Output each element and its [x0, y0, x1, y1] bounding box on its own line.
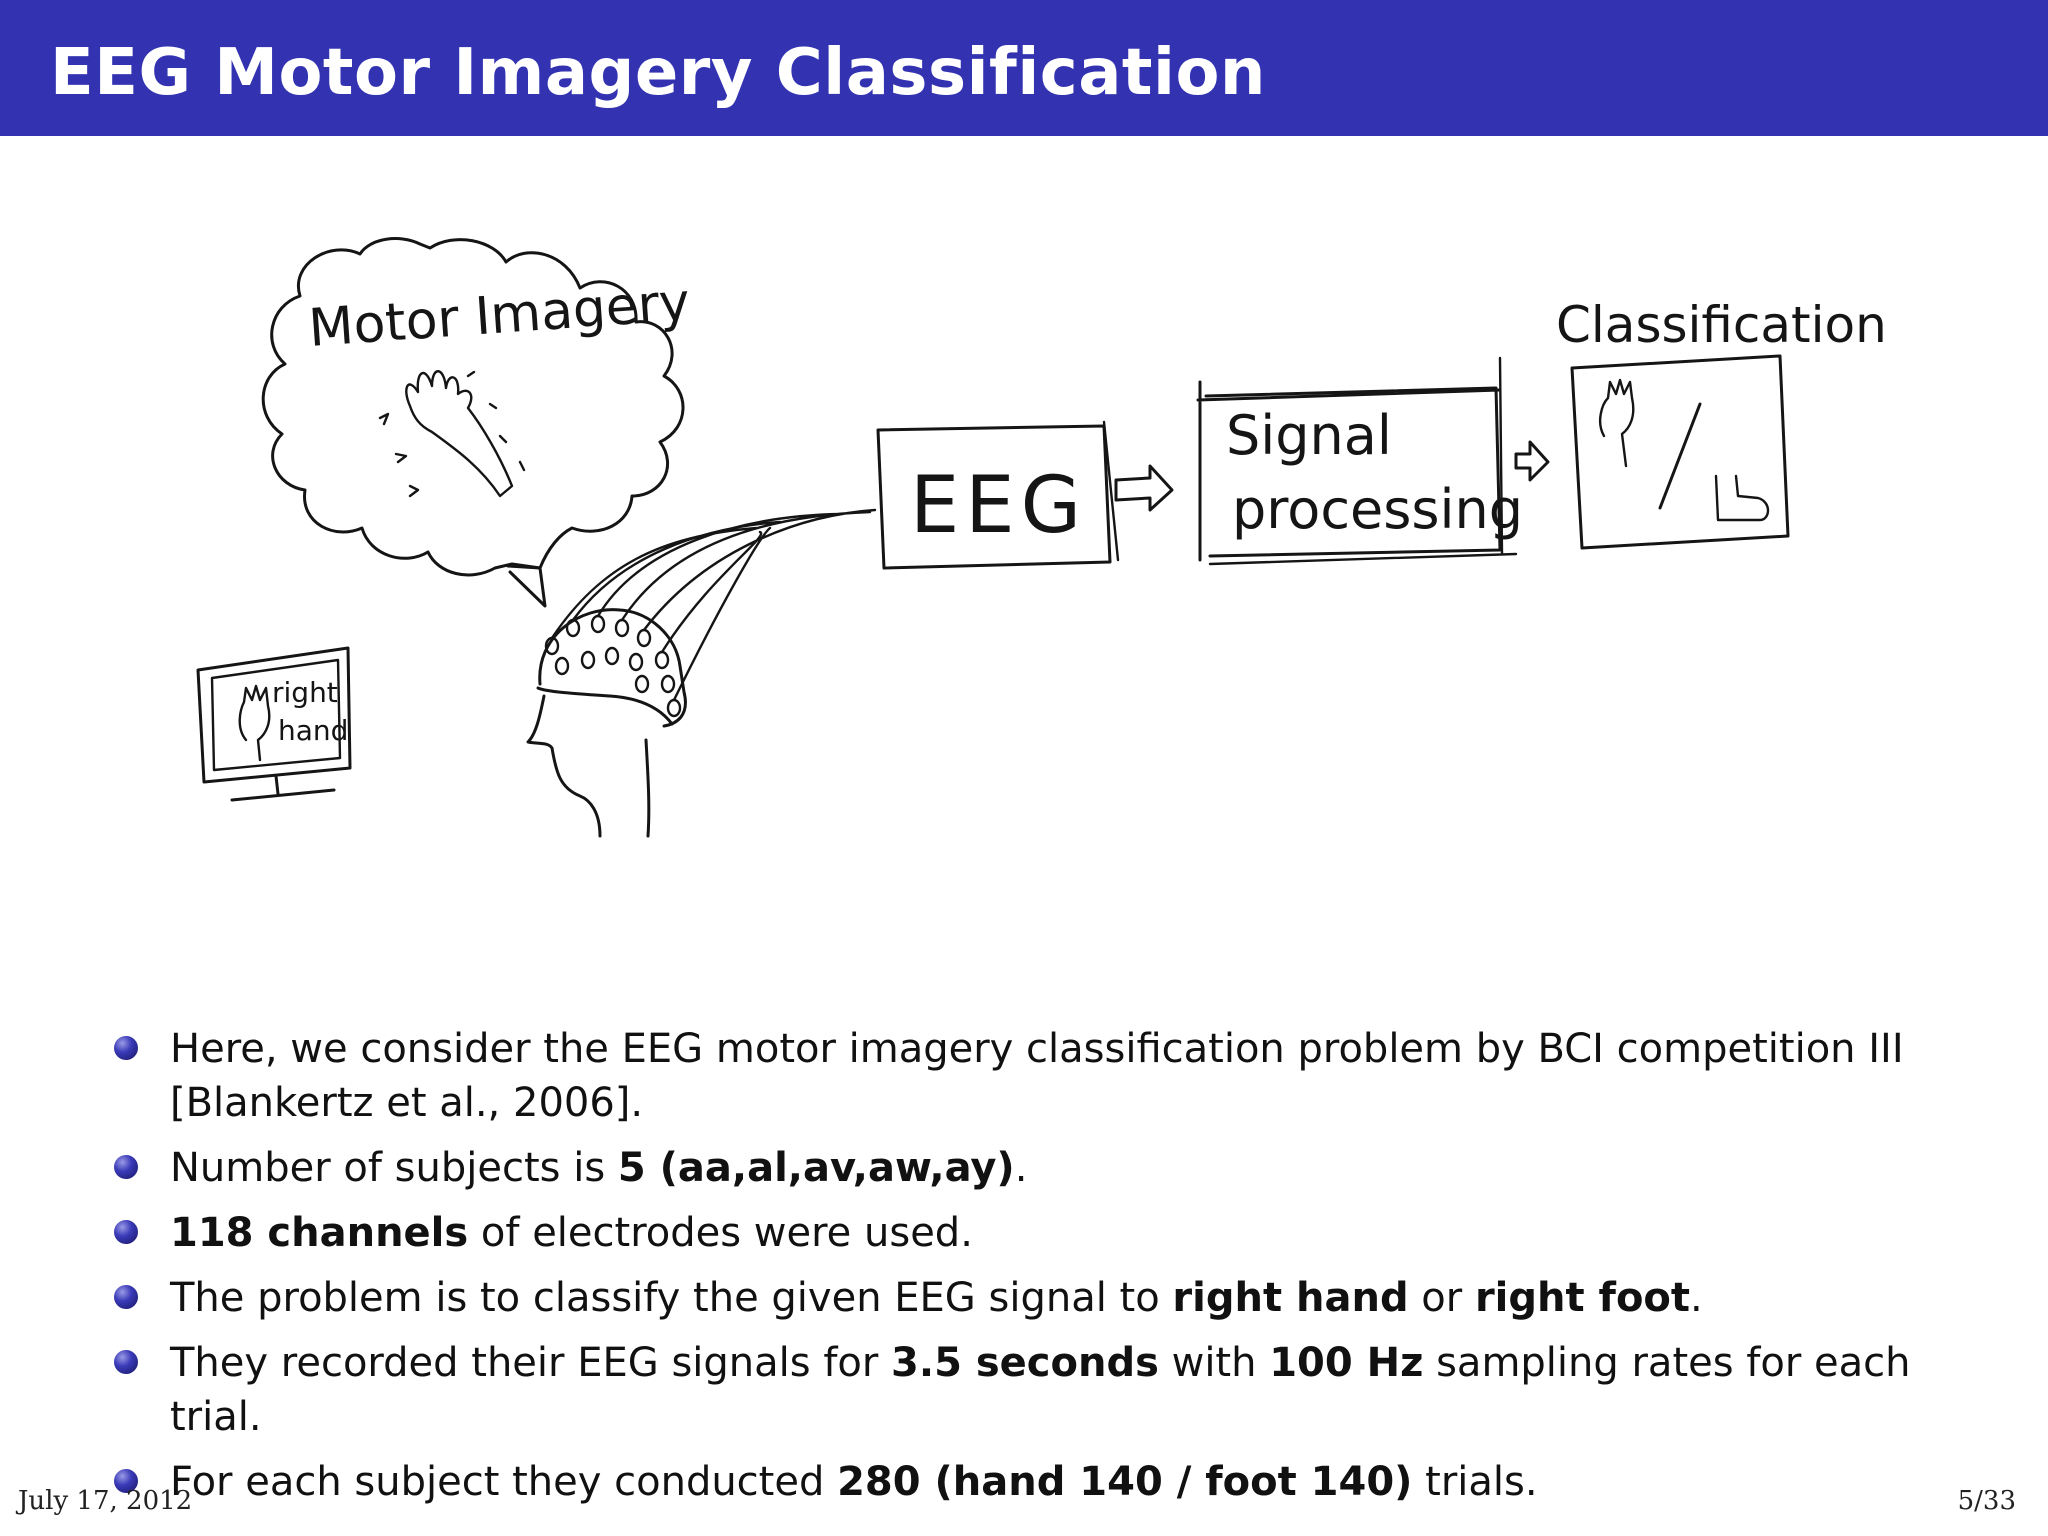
face-profile — [526, 694, 651, 838]
bullet-text: Number of subjects is — [170, 1145, 618, 1191]
bullet-text: sampling rates for each trial. — [170, 1340, 1911, 1440]
bullet-dot-icon — [114, 1285, 138, 1309]
electrode-wires — [550, 508, 877, 702]
foot-class-icon — [1714, 474, 1770, 522]
monitor-stand — [230, 774, 336, 802]
class-divider — [1658, 402, 1702, 510]
bullet-text: For each subject they conducted — [170, 1459, 838, 1505]
eeg-box-edge — [1102, 420, 1120, 562]
sketch-canvas: Motor Imagery — [196, 237, 1887, 838]
monitor-screen — [210, 658, 342, 772]
head-with-eeg-cap — [526, 508, 877, 838]
footer-date: July 17, 2012 — [18, 1486, 193, 1516]
signal-box-edges — [1208, 356, 1518, 566]
eeg-pipeline-sketch: Motor Imagery — [0, 136, 2048, 976]
bullet-emphasis: 100 Hz — [1269, 1340, 1424, 1386]
bullet-text: of electrodes were used. — [468, 1210, 973, 1256]
cloud-tail — [506, 564, 547, 608]
arrow-eeg-to-signal — [1114, 464, 1174, 512]
bullet-dot-icon — [114, 1220, 138, 1244]
monitor-label-hand: hand — [278, 714, 348, 747]
hand-class-icon — [1598, 378, 1635, 468]
bullet-list: Here, we consider the EEG motor imagery … — [112, 1022, 2012, 1520]
eeg-box-outline — [876, 424, 1112, 570]
bullet-text: The problem is to classify the given EEG… — [170, 1275, 1173, 1321]
title-bar: EEG Motor Imagery Classification — [0, 0, 2048, 136]
cap-rim — [536, 686, 674, 726]
bullet-item: 118 channels of electrodes were used. — [112, 1206, 2012, 1260]
classification-box: Classification — [1556, 296, 1887, 550]
bullet-text: . — [1690, 1275, 1703, 1321]
bullet-emphasis: 5 (aa,al,av,aw,ay) — [617, 1145, 1015, 1191]
bullet-item: Number of subjects is 5 (aa,al,av,aw,ay)… — [112, 1141, 2012, 1195]
signal-label-line2: processing — [1232, 478, 1523, 541]
page-number: 5/33 — [1957, 1486, 2016, 1516]
cap-outline — [538, 608, 687, 728]
arrow-icon — [1514, 440, 1550, 482]
cloud-outline — [261, 237, 685, 577]
eeg-label: EEG — [910, 461, 1087, 551]
bullet-emphasis: right hand — [1172, 1275, 1409, 1321]
signal-box-outline — [1196, 380, 1502, 562]
signal-processing-box: Signal processing — [1196, 356, 1523, 566]
monitor-label-right: right — [272, 676, 338, 709]
classification-label: Classification — [1556, 296, 1887, 354]
monitor-frame — [196, 646, 352, 784]
bullet-text: with — [1158, 1340, 1270, 1386]
motion-marks — [378, 370, 526, 498]
bullet-dot-icon — [114, 1155, 138, 1179]
slide-title: EEG Motor Imagery Classification — [50, 36, 1266, 110]
bullet-text: . — [1014, 1145, 1028, 1191]
bullet-text: Here, we consider the EEG motor imagery … — [170, 1026, 1904, 1126]
electrodes — [544, 614, 682, 718]
classification-box-outline — [1570, 354, 1790, 550]
thought-cloud: Motor Imagery — [261, 237, 692, 608]
bullet-item: Here, we consider the EEG motor imagery … — [112, 1022, 2012, 1130]
arrow-signal-to-classification — [1514, 440, 1550, 482]
bullet-text: or — [1408, 1275, 1475, 1321]
monitor-hand-icon — [238, 684, 271, 762]
bullet-dot-icon — [114, 1350, 138, 1374]
thought-label: Motor Imagery — [307, 272, 692, 358]
bullet-dot-icon — [114, 1469, 138, 1493]
bullet-emphasis: 280 (hand 140 / foot 140) — [837, 1459, 1413, 1505]
bullet-emphasis: 3.5 seconds — [891, 1340, 1159, 1386]
bullet-text: They recorded their EEG signals for — [170, 1340, 892, 1386]
bullet-item: They recorded their EEG signals for 3.5 … — [112, 1336, 2012, 1444]
bullet-text: trials. — [1412, 1459, 1538, 1505]
eeg-box: EEG — [876, 420, 1120, 570]
stimulus-monitor: right hand — [196, 646, 352, 802]
bullet-item: The problem is to classify the given EEG… — [112, 1271, 2012, 1325]
signal-label-line1: Signal — [1226, 404, 1392, 467]
bullet-item: For each subject they conducted 280 (han… — [112, 1455, 2012, 1509]
bullet-emphasis: 118 channels — [170, 1210, 469, 1256]
bullet-emphasis: right foot — [1474, 1275, 1691, 1321]
imagined-hand-icon — [405, 370, 514, 498]
bullet-dot-icon — [114, 1036, 138, 1060]
arrow-icon — [1114, 464, 1174, 512]
